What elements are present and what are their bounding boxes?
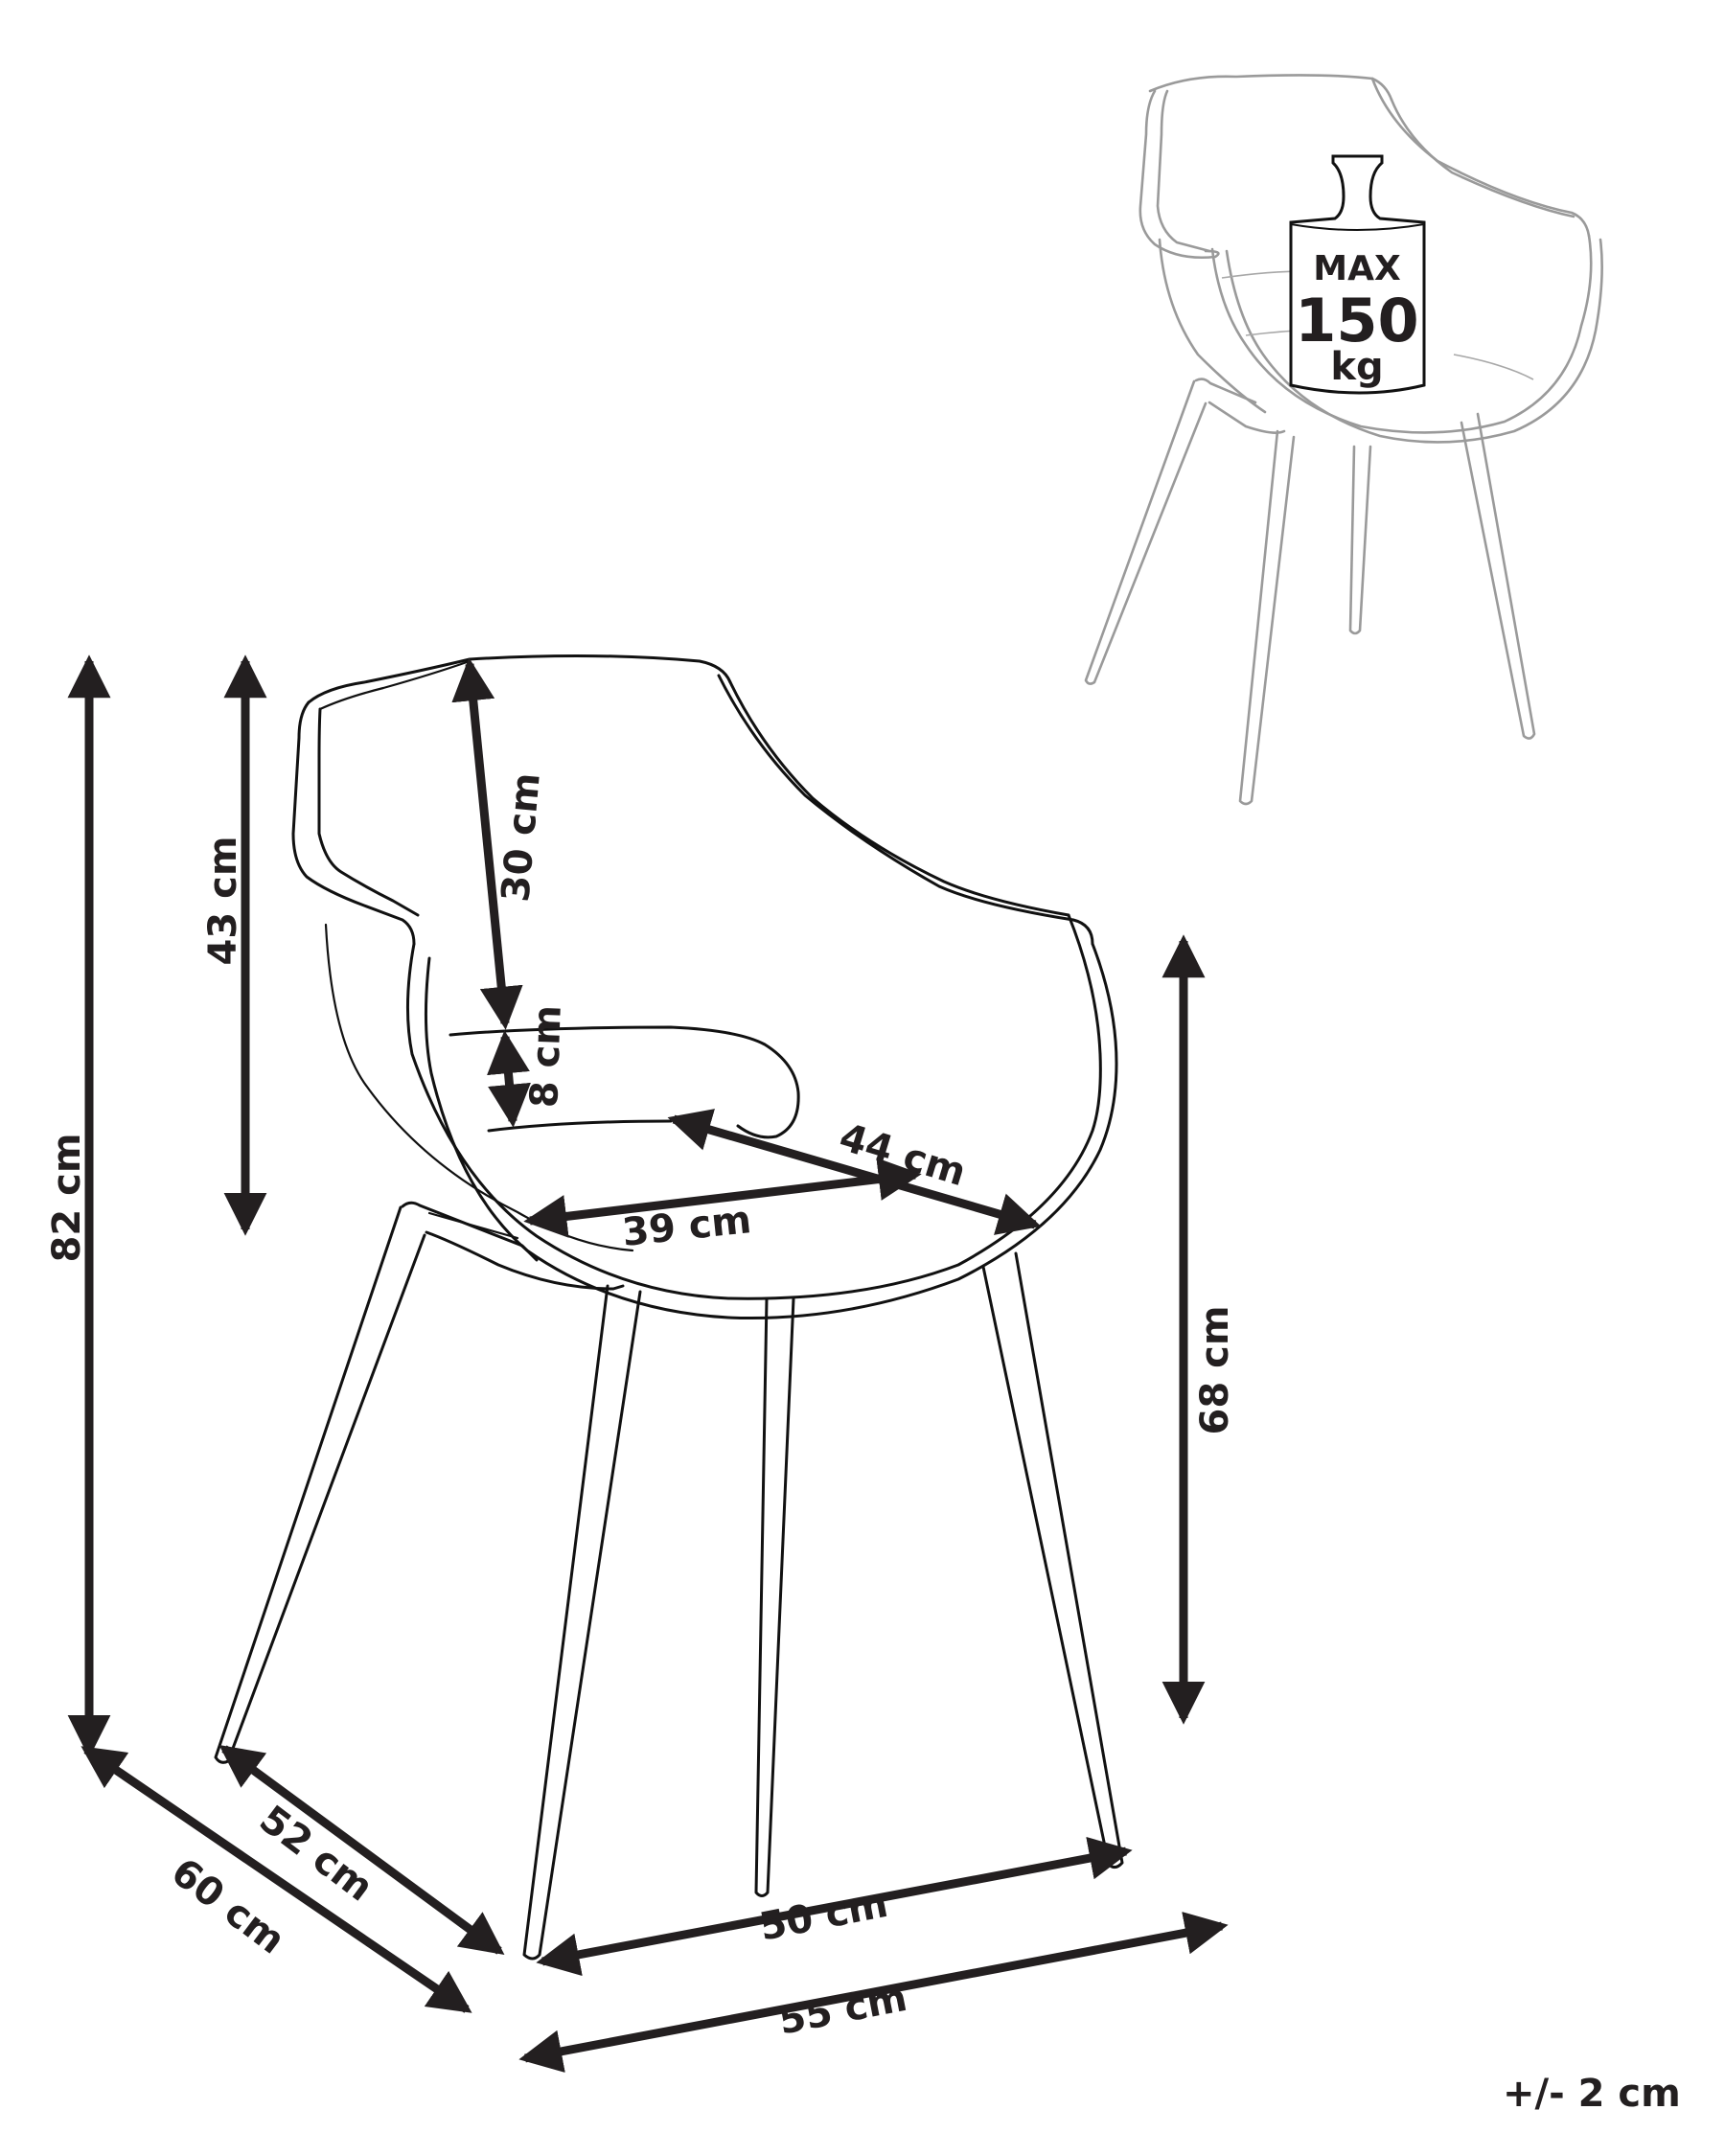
weight-icon <box>1289 154 1426 395</box>
load-unit-label: kg <box>1330 345 1383 389</box>
label-armrest-height: 68 cm <box>1193 1306 1237 1435</box>
dimension-labels: 82 cm 43 cm 30 cm 8 cm 44 cm 39 cm 68 cm… <box>45 771 1237 2044</box>
tolerance-note: +/- 2 cm <box>1503 2072 1681 2116</box>
max-load-badge: MAX 150 kg <box>1289 154 1426 395</box>
arrow-seat-width <box>523 1158 922 1238</box>
label-leg-width: 50 cm <box>756 1882 891 1950</box>
reference-chair-illustration <box>1084 74 1603 806</box>
main-chair-illustration <box>214 654 1124 1961</box>
load-max-label: MAX <box>1313 249 1401 288</box>
label-total-depth: 60 cm <box>163 1850 292 1963</box>
label-total-height: 82 cm <box>45 1134 89 1263</box>
arrow-total-depth <box>80 1746 472 2013</box>
arrow-backrest-inner <box>451 657 523 1030</box>
label-backrest-inner: 30 cm <box>494 771 549 904</box>
load-value-label: 150 <box>1295 286 1418 356</box>
arrow-total-width <box>518 1912 1229 2073</box>
arrow-armrest-gap <box>487 1030 531 1128</box>
dimension-arrows <box>67 654 1229 2073</box>
label-backrest-height: 43 cm <box>201 837 245 966</box>
label-armrest-gap: 8 cm <box>522 1004 570 1109</box>
label-total-width: 55 cm <box>775 1976 910 2044</box>
